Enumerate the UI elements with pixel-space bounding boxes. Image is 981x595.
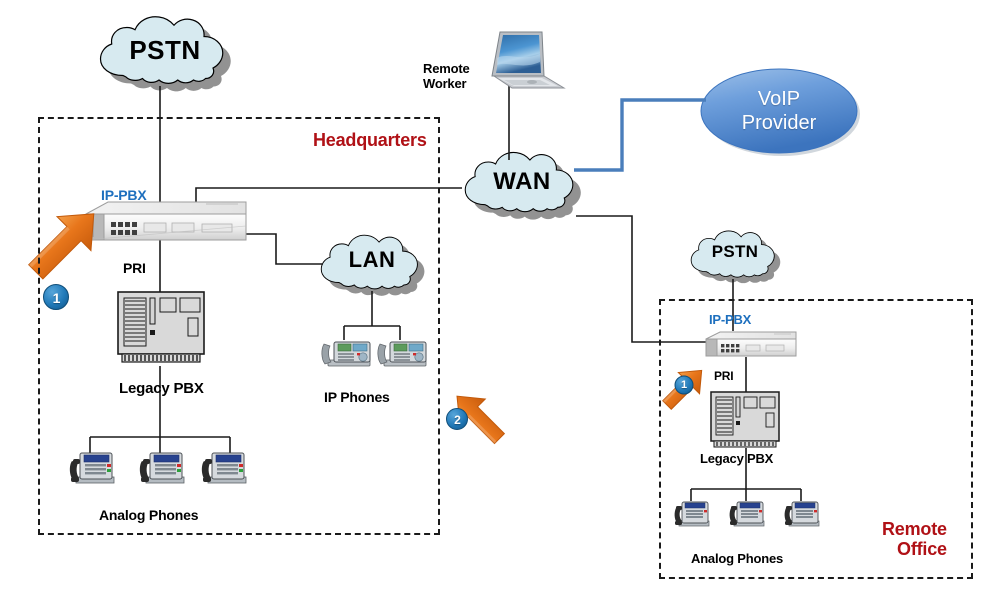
label-ro-ippbx: IP-PBX: [709, 312, 752, 327]
callout-badge-1-remote-office-text: 1: [680, 379, 688, 391]
label-hq-ippbx: IP-PBX: [101, 187, 147, 203]
label-hq-pri: PRI: [123, 260, 146, 276]
zone-label-remote-office: Remote Office: [882, 519, 947, 560]
link-ippbx-hq-to-lan: [230, 233, 323, 265]
label-hq-ip-phones: IP Phones: [324, 389, 390, 405]
label-remote-worker: Remote Worker: [423, 61, 470, 91]
zone-remote-office-box: [659, 299, 973, 579]
device-ro-legacy-pbx: [710, 391, 780, 448]
label-ro-analog-phones: Analog Phones: [691, 551, 784, 566]
zone-headquarters-box: [38, 117, 440, 535]
callout-badge-2-hq: 2: [447, 409, 468, 430]
callout-badge-2-hq-text: 2: [454, 412, 461, 427]
callout-badge-1-hq-text: 1: [52, 289, 61, 306]
device-ro-analog-phone-3: [784, 501, 820, 527]
device-hq-legacy-pbx: [117, 291, 205, 363]
device-hq-ip-phone-2: [377, 341, 427, 367]
callout-arrow-2-hq: [446, 395, 506, 445]
callout-arrow-1-remote-office: [662, 369, 703, 410]
callout-badge-1-hq: 1: [44, 285, 69, 310]
voip-provider-line2: Provider: [741, 112, 817, 134]
voip-provider-ellipse: [700, 68, 860, 156]
device-hq-analog-phone-3: [201, 452, 247, 484]
link-wan-to-ro-ippbx: [576, 215, 706, 343]
cloud-label-wan: WAN: [456, 150, 588, 214]
label-ro-legacy-pbx: Legacy PBX: [700, 451, 774, 466]
device-ro-ippbx: [705, 331, 797, 357]
cloud-lan-text: LAN: [348, 247, 396, 272]
callout-badge-1-remote-office: 1: [675, 376, 693, 394]
label-ro-pri: PRI: [714, 369, 734, 383]
zone-label-headquarters: Headquarters: [313, 130, 427, 150]
label-hq-analog-phones: Analog Phones: [99, 507, 199, 523]
cloud-label-pstn-remote: PSTN: [684, 227, 786, 277]
cloud-label-lan: LAN: [313, 231, 431, 289]
cloud-wan-text: WAN: [493, 168, 551, 195]
device-ro-analog-phone-2: [729, 501, 765, 527]
connection-lines: [89, 82, 802, 501]
device-hq-analog-phone-2: [139, 452, 185, 484]
device-hq-analog-phone-1: [69, 452, 115, 484]
cloud-pstn-remote-text: PSTN: [711, 242, 759, 261]
label-hq-legacy-pbx: Legacy PBX: [119, 380, 204, 397]
callout-arrow-1-hq: [28, 213, 95, 310]
device-ro-analog-phone-1: [674, 501, 710, 527]
cloud-pstn-hq-text: PSTN: [129, 34, 201, 65]
link-wan-to-voip-provider: [574, 98, 706, 172]
voip-provider-line1: VoIP: [757, 87, 801, 110]
cloud-label-pstn-hq: PSTN: [90, 14, 240, 86]
device-remote-worker-laptop: [491, 31, 566, 89]
device-hq-ip-phone-1: [321, 341, 371, 367]
voip-provider-text-block: VoIP Provider: [701, 69, 857, 153]
voip-provider-label: VoIP Provider: [701, 69, 857, 153]
device-hq-ippbx: [85, 201, 247, 241]
